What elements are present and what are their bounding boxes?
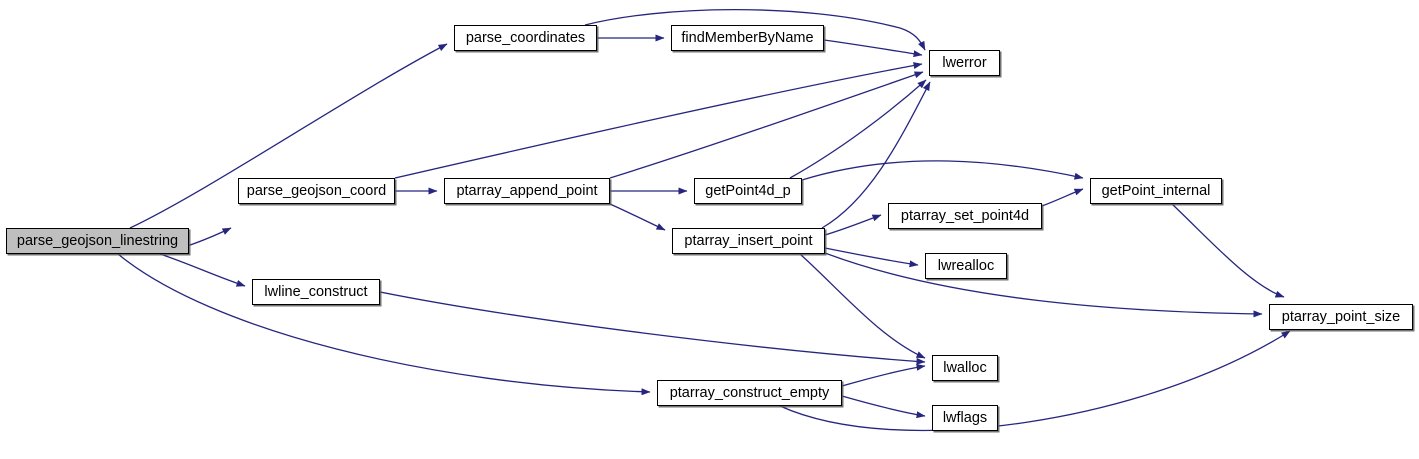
edge-getPoint_internal-to-ptarray_point_size <box>1171 203 1285 298</box>
edge-findMemberByName-to-lwerror <box>823 39 923 58</box>
edge-getPoint4d_p-to-lwerror <box>789 79 927 179</box>
node-getPoint4d_p[interactable]: getPoint4d_p <box>694 178 802 204</box>
node-parse_geojson_linestring[interactable]: parse_geojson_linestring <box>6 228 189 254</box>
node-lwrealloc[interactable]: lwrealloc <box>925 253 1007 279</box>
node-lwline_construct[interactable]: lwline_construct <box>252 279 380 305</box>
edge-lwline_construct-to-lwalloc <box>379 291 926 365</box>
edge-parse_coordinates-to-lwerror <box>584 8 926 51</box>
edge-ptarray_construct_empty-to-lwalloc <box>841 363 926 387</box>
node-lwalloc[interactable]: lwalloc <box>932 355 998 381</box>
node-label: ptarray_set_point4d <box>900 207 1030 224</box>
node-ptarray_insert_point[interactable]: ptarray_insert_point <box>672 228 825 254</box>
node-lwerror[interactable]: lwerror <box>929 50 1000 76</box>
edge-ptarray_append_point-to-ptarray_insert_point <box>609 203 666 231</box>
edge-ptarray_append_point-to-lwerror <box>609 71 924 179</box>
node-findMemberByName[interactable]: findMemberByName <box>671 25 824 51</box>
edge-group <box>117 8 1291 432</box>
edge-ptarray_insert_point-to-lwerror <box>821 81 931 229</box>
edge-ptarray_insert_point-to-ptarray_set_point4d <box>824 214 882 236</box>
edge-parse_geojson_linestring-to-parse_coordinates <box>129 43 448 229</box>
node-ptarray_set_point4d[interactable]: ptarray_set_point4d <box>888 203 1042 229</box>
edge-parse_geojson_linestring-to-ptarray_construct_empty <box>117 253 651 396</box>
edge-ptarray_insert_point-to-lwrealloc <box>824 247 919 268</box>
node-label: getPoint_internal <box>1101 182 1211 199</box>
node-ptarray_point_size[interactable]: ptarray_point_size <box>1269 304 1413 330</box>
node-label: ptarray_point_size <box>1281 308 1401 325</box>
node-lwflags[interactable]: lwflags <box>932 405 998 431</box>
node-parse_geojson_coord[interactable]: parse_geojson_coord <box>238 178 395 204</box>
node-label: ptarray_insert_point <box>684 232 813 249</box>
node-label: lwflags <box>942 409 988 426</box>
node-label: lwline_construct <box>264 283 368 300</box>
node-label: parse_geojson_linestring <box>16 232 179 249</box>
node-label: lwalloc <box>943 359 987 376</box>
edge-parse_geojson_coord-to-lwerror <box>394 62 923 179</box>
edge-ptarray_construct_empty-to-lwflags <box>841 395 926 419</box>
node-ptarray_construct_empty[interactable]: ptarray_construct_empty <box>657 380 842 406</box>
node-parse_coordinates[interactable]: parse_coordinates <box>454 25 597 51</box>
edge-parse_geojson_linestring-to-lwline_construct <box>159 253 246 287</box>
node-label: ptarray_append_point <box>456 182 598 199</box>
node-label: lwrealloc <box>937 257 995 274</box>
node-label: ptarray_construct_empty <box>669 384 830 401</box>
node-getPoint_internal[interactable]: getPoint_internal <box>1090 178 1222 204</box>
node-label: getPoint4d_p <box>705 182 791 199</box>
edge-getPoint4d_p-to-getPoint_internal <box>801 160 1084 181</box>
node-label: lwerror <box>942 54 987 71</box>
edge-ptarray_construct_empty-to-ptarray_point_size <box>779 330 1291 432</box>
node-label: parse_coordinates <box>465 29 586 46</box>
node-ptarray_append_point[interactable]: ptarray_append_point <box>444 178 610 204</box>
node-label: findMemberByName <box>681 29 814 46</box>
edge-ptarray_insert_point-to-ptarray_point_size <box>824 252 1263 318</box>
edge-ptarray_set_point4d-to-getPoint_internal <box>1041 188 1084 207</box>
edge-ptarray_insert_point-to-lwalloc <box>799 253 926 359</box>
node-label: parse_geojson_coord <box>246 182 387 199</box>
